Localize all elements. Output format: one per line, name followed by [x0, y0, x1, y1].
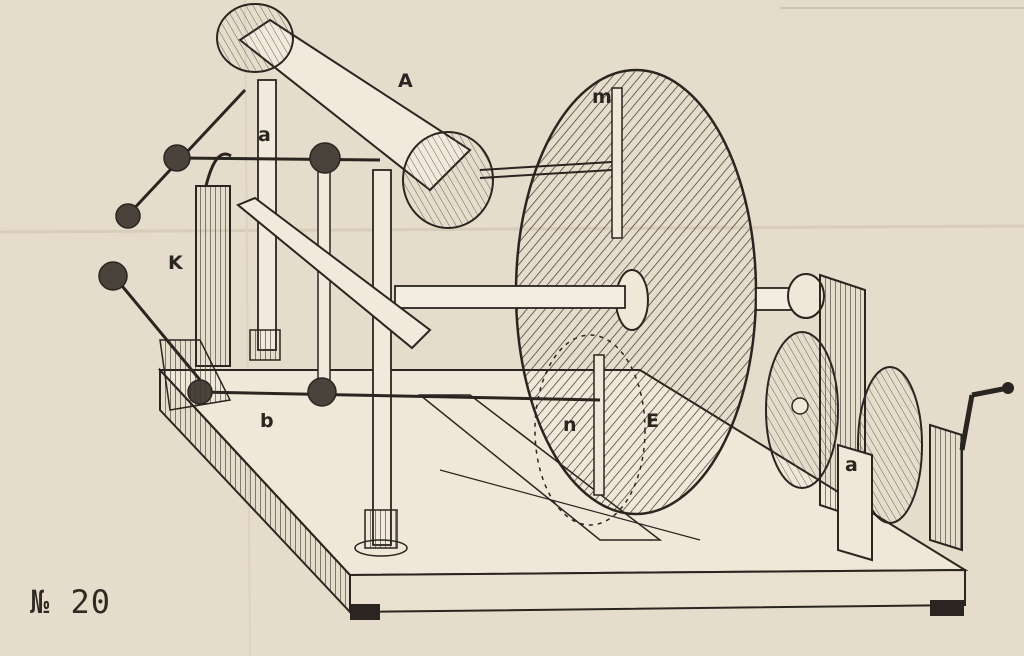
crank-handle	[959, 382, 1014, 451]
glass-disc	[514, 68, 758, 526]
label-a-right: a	[845, 454, 858, 476]
label-K: K	[168, 252, 183, 274]
paper-fold-line	[244, 0, 251, 656]
plate-number: № 20	[30, 583, 112, 621]
insulating-pillars	[249, 79, 408, 557]
ball-electrodes	[98, 88, 601, 411]
label-m: m	[592, 86, 612, 108]
leyden-jar	[195, 152, 232, 367]
label-E: E	[646, 410, 659, 432]
label-n: n	[563, 414, 577, 436]
label-b: b	[260, 410, 274, 432]
right-frame	[819, 273, 963, 562]
discharger-bar	[236, 196, 432, 350]
base-board	[157, 367, 969, 620]
paper-fold-line	[0, 224, 1024, 234]
collector-comb-m	[611, 87, 623, 239]
label-a-top: a	[258, 124, 271, 146]
collector-comb-n	[593, 354, 605, 496]
label-A: A	[398, 70, 413, 92]
prime-conductor-cylinder	[216, 3, 613, 229]
